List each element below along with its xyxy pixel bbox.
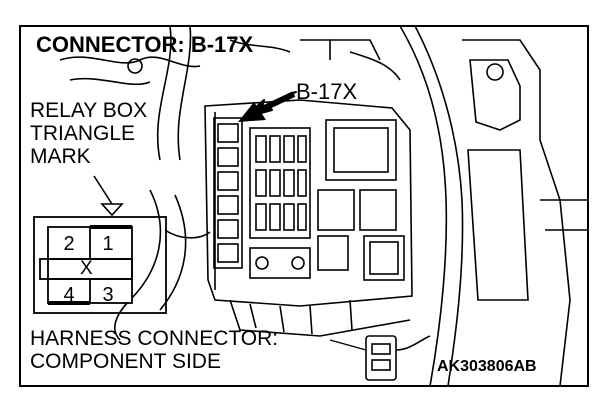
- figure-id: AK303806AB: [437, 358, 537, 375]
- figure-frame: [19, 25, 589, 387]
- relay-box-triangle-note: RELAY BOX TRIANGLE MARK: [30, 99, 147, 168]
- connector-face: [33, 216, 167, 314]
- triangle-mark-icon: [100, 203, 124, 217]
- relay-note-line-3: MARK: [30, 145, 91, 168]
- relay-box: [204, 99, 431, 381]
- relay-note-leader: [93, 175, 113, 205]
- callout-arrow-shaft: [254, 91, 296, 115]
- harness-connector-note: HARNESS CONNECTOR: COMPONENT SIDE: [30, 327, 278, 373]
- harness-note-leader: [329, 339, 367, 351]
- harness-note-line-2: COMPONENT SIDE: [30, 350, 221, 373]
- figure-title: CONNECTOR: B-17X: [36, 32, 254, 57]
- relay-note-line-1: RELAY BOX: [30, 99, 148, 122]
- background-body-panels: [59, 25, 588, 387]
- pin-2-label: 2: [63, 233, 75, 255]
- pin-4-label: 4: [63, 284, 75, 306]
- connector-callout-label: B-17X: [296, 79, 358, 104]
- callout-arrow-head: [238, 102, 266, 122]
- pin-3-label: 3: [102, 284, 114, 306]
- pin-1-label: 1: [102, 233, 114, 255]
- relay-note-line-2: TRIANGLE: [30, 122, 136, 145]
- harness-note-line-1: HARNESS CONNECTOR:: [30, 327, 279, 350]
- connector-center-mark: X: [80, 258, 93, 279]
